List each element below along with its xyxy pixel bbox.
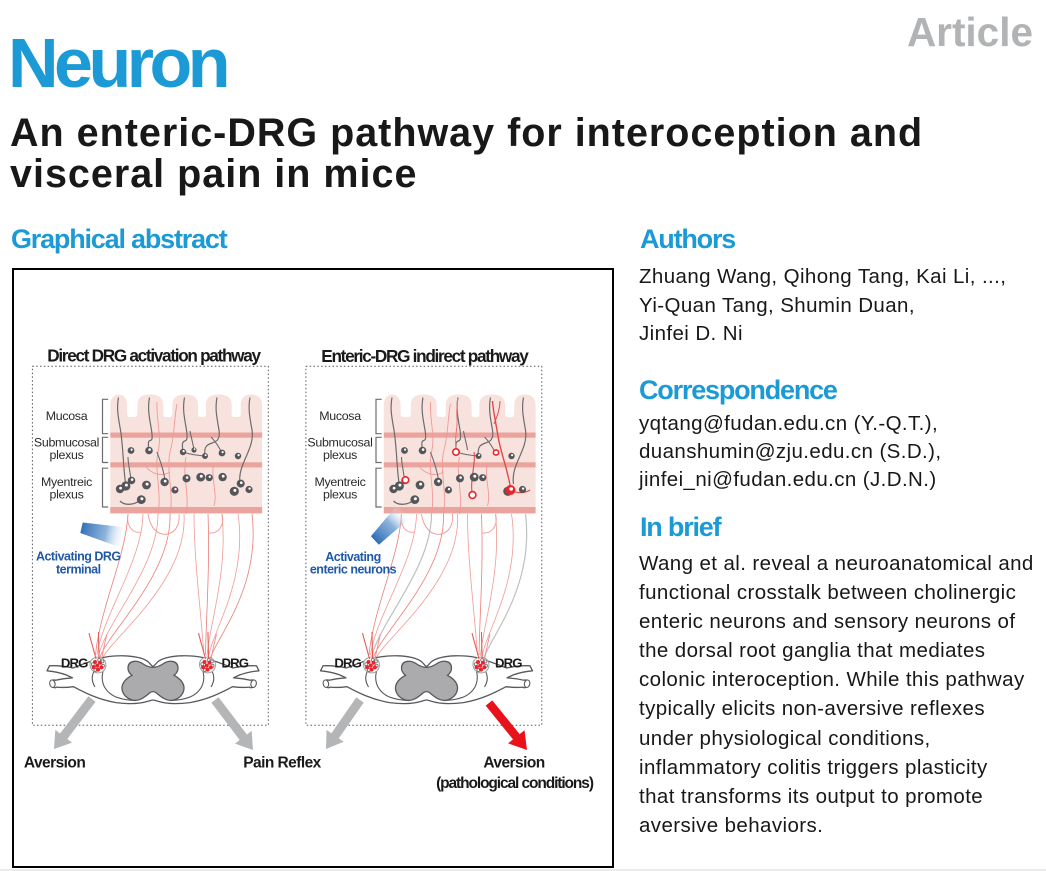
svg-text:plexus: plexus bbox=[49, 487, 83, 501]
svg-text:enteric neurons: enteric neurons bbox=[310, 563, 397, 577]
svg-text:Submucosal: Submucosal bbox=[307, 436, 372, 450]
svg-text:Mucosa: Mucosa bbox=[319, 409, 361, 423]
svg-text:Pain Reflex: Pain Reflex bbox=[243, 755, 321, 772]
svg-text:terminal: terminal bbox=[56, 562, 101, 576]
svg-text:plexus: plexus bbox=[49, 448, 83, 462]
svg-text:Myentreic: Myentreic bbox=[41, 475, 92, 489]
svg-text:Submucosal: Submucosal bbox=[34, 436, 99, 450]
svg-text:Aversion: Aversion bbox=[24, 755, 85, 772]
svg-text:DRG: DRG bbox=[61, 656, 88, 671]
svg-text:DRG: DRG bbox=[222, 656, 249, 671]
svg-text:DRG: DRG bbox=[334, 656, 361, 671]
svg-text:plexus: plexus bbox=[323, 448, 357, 462]
svg-text:plexus: plexus bbox=[323, 487, 357, 501]
svg-text:Myentreic: Myentreic bbox=[314, 475, 365, 489]
svg-text:(pathological conditions): (pathological conditions) bbox=[436, 775, 594, 792]
svg-text:Activating DRG: Activating DRG bbox=[36, 550, 121, 564]
svg-text:Mucosa: Mucosa bbox=[46, 409, 88, 423]
svg-text:Activating: Activating bbox=[325, 550, 380, 564]
svg-text:Aversion: Aversion bbox=[483, 755, 544, 772]
svg-text:Direct DRG activation pathway: Direct DRG activation pathway bbox=[47, 346, 261, 366]
svg-text:Enteric-DRG indirect pathway: Enteric-DRG indirect pathway bbox=[321, 346, 529, 366]
svg-text:DRG: DRG bbox=[495, 656, 522, 671]
